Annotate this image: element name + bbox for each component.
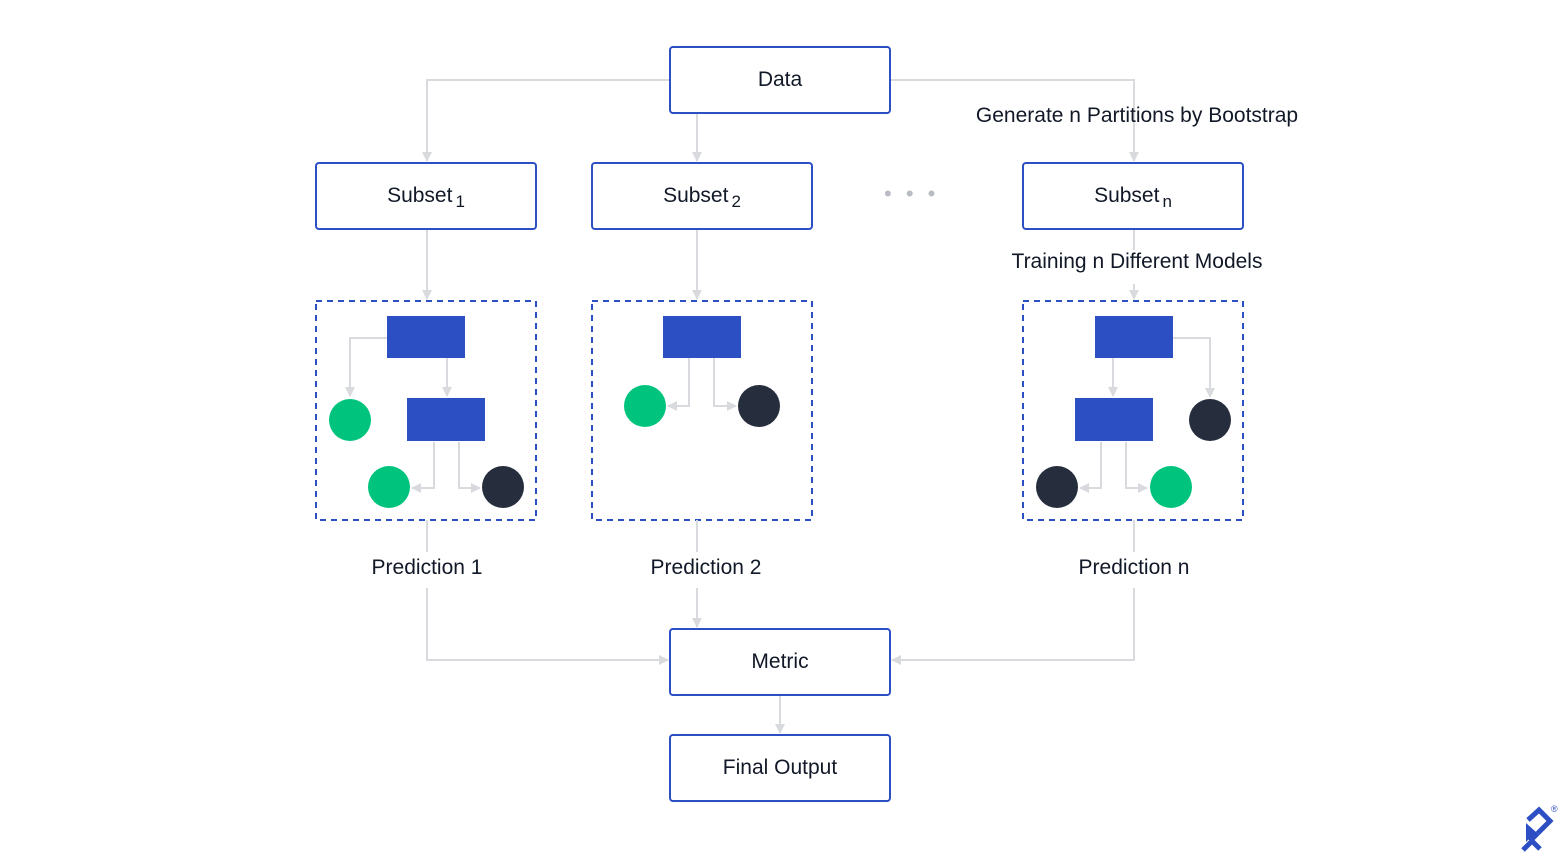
model-2-edge-left: [667, 358, 690, 411]
generate-partitions-label: Generate n Partitions by Bootstrap: [975, 104, 1299, 127]
model-n-leaf-dark-b: [1036, 466, 1078, 508]
model-n-edge-node-right: [1125, 442, 1148, 493]
subset-2-index: 2: [731, 192, 741, 211]
model-n-leaf-dark-a: [1189, 399, 1231, 441]
model-1-root-node: [387, 316, 465, 358]
model-2-edge-right: [713, 358, 737, 411]
model-1-edge-root-left: [345, 337, 387, 397]
subset-1-label: Subset: [387, 184, 453, 207]
model-1-dashed-frame: [315, 300, 537, 521]
final-output-label: Final Output: [722, 756, 838, 779]
connectors-predictions-to-metric: [426, 520, 1135, 734]
connectors-data-to-subsets: [422, 79, 1139, 162]
model-n-root-node: [1095, 316, 1173, 358]
ellipsis-dots: • • •: [884, 181, 940, 206]
model-n-tree: [1022, 300, 1244, 521]
connector-data-subset-1: [422, 79, 670, 162]
subset-1-index: 1: [455, 192, 465, 211]
model-1-tree: [315, 300, 537, 521]
model-n-inner-node: [1075, 398, 1153, 441]
data-label: Data: [757, 68, 803, 91]
final-output-box: Final Output: [669, 734, 891, 802]
prediction-2-label: Prediction 2: [650, 556, 762, 579]
model-2-leaf-green: [624, 385, 666, 427]
connector-prediction-n-metric: [891, 588, 1135, 665]
model-1-edge-node-right: [458, 442, 481, 493]
model-1-leaf-green-a: [329, 399, 371, 441]
model-1-leaf-green-b: [368, 466, 410, 508]
model-2-dashed-frame: [591, 300, 813, 521]
prediction-1-label: Prediction 1: [371, 556, 483, 579]
model-n-dashed-frame: [1022, 300, 1244, 521]
model-2-tree: [591, 300, 813, 521]
model-1-leaf-dark: [482, 466, 524, 508]
connector-data-subset-n: [890, 79, 1139, 162]
model-n-edge-node-left: [1079, 442, 1102, 493]
model-n-leaf-green: [1150, 466, 1192, 508]
model-n-edge-root-right: [1173, 337, 1215, 398]
brand-logo-icon: ®: [1518, 804, 1558, 852]
registered-mark: ®: [1551, 804, 1558, 814]
prediction-n-label: Prediction n: [1078, 556, 1190, 579]
connectors-subsets-to-models: [422, 229, 1139, 300]
model-2-leaf-dark: [738, 385, 780, 427]
subset-n-index: n: [1162, 192, 1172, 211]
subset-n-label: Subset: [1094, 184, 1160, 207]
metric-label: Metric: [751, 650, 809, 673]
metric-box: Metric: [669, 628, 891, 696]
model-2-root-node: [663, 316, 741, 358]
data-box: Data: [669, 46, 891, 114]
model-1-edge-node-left: [411, 442, 435, 493]
model-1-inner-node: [407, 398, 485, 441]
subset-2-label: Subset: [663, 184, 729, 207]
training-models-label: Training n Different Models: [1011, 250, 1263, 273]
connector-prediction-1-metric: [426, 588, 669, 665]
